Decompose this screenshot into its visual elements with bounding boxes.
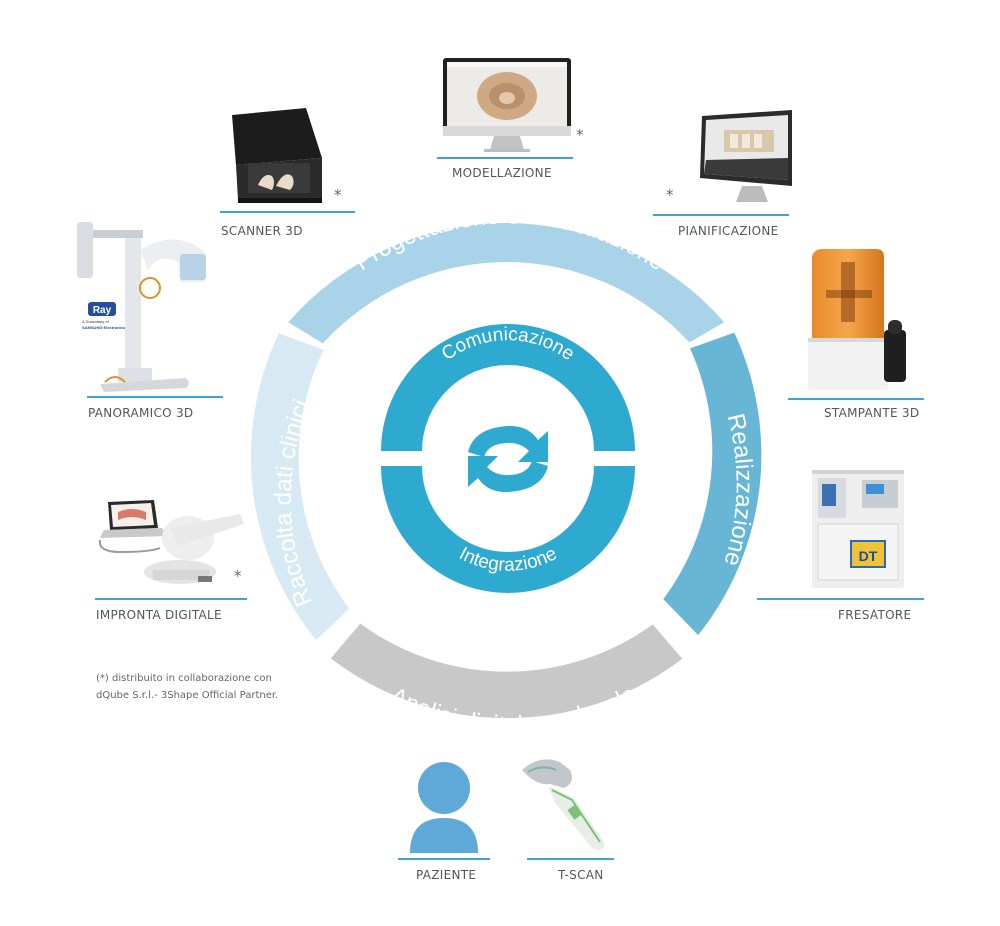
modellazione-monitor-image <box>443 58 571 152</box>
label-stampante-3d: STAMPANTE 3D <box>824 406 920 420</box>
label-modellazione: MODELLAZIONE <box>452 166 552 180</box>
inner-ring-top <box>381 324 635 451</box>
impronta-digitale-image <box>98 500 244 584</box>
panoramico-underline <box>87 396 223 398</box>
label-paziente: PAZIENTE <box>416 868 477 882</box>
footnote: (*) distribuito in collaborazione con dQ… <box>96 670 278 704</box>
ray-logo: Ray A Subsidiary of SAMSUNG Electronics <box>82 302 126 330</box>
ring-segment-bottom <box>330 623 683 719</box>
fresatore-underline <box>757 598 924 600</box>
footnote-line-1: (*) distribuito in collaborazione con <box>96 673 272 684</box>
stampante-underline <box>788 398 924 400</box>
label-panoramico-3d: PANORAMICO 3D <box>88 406 194 420</box>
asterisk-impronta: * <box>234 567 242 585</box>
ring-segment-right <box>663 332 762 636</box>
ring-segment-top <box>288 223 725 344</box>
inner-ring-bottom <box>381 466 635 593</box>
impronta-underline <box>95 598 247 600</box>
panoramico-3d-image <box>77 222 206 392</box>
t-scan-underline <box>527 858 614 860</box>
footnote-line-2: dQube S.r.l.- 3Shape Official Partner. <box>96 690 279 701</box>
stampante-3d-image <box>808 249 906 390</box>
asterisk-scanner: * <box>334 186 342 204</box>
paziente-icon <box>410 762 478 853</box>
fresatore-image: DT <box>812 470 904 588</box>
label-pianificazione: PIANIFICAZIONE <box>678 224 779 238</box>
paziente-underline <box>398 858 490 860</box>
label-t-scan: T-SCAN <box>558 868 604 882</box>
pianificazione-monitor-image <box>700 110 792 202</box>
asterisk-pianificazione: * <box>666 186 674 204</box>
fresatore-badge: DT <box>859 548 878 564</box>
svg-text:SAMSUNG Electronics: SAMSUNG Electronics <box>82 325 126 330</box>
label-impronta-digitale: IMPRONTA DIGITALE <box>96 608 222 622</box>
scanner-underline <box>220 211 355 213</box>
pianificazione-underline <box>653 214 789 216</box>
label-scanner-3d: SCANNER 3D <box>221 224 303 238</box>
svg-text:Ray: Ray <box>93 305 112 316</box>
scanner-3d-image <box>232 108 322 203</box>
refresh-arrows-icon <box>468 425 548 493</box>
svg-text:A Subsidiary of: A Subsidiary of <box>82 319 110 324</box>
t-scan-image <box>522 759 605 850</box>
ring-segment-left <box>250 333 350 641</box>
asterisk-modellazione: * <box>576 126 584 144</box>
modellazione-underline <box>437 157 573 159</box>
label-fresatore: FRESATORE <box>838 608 912 622</box>
